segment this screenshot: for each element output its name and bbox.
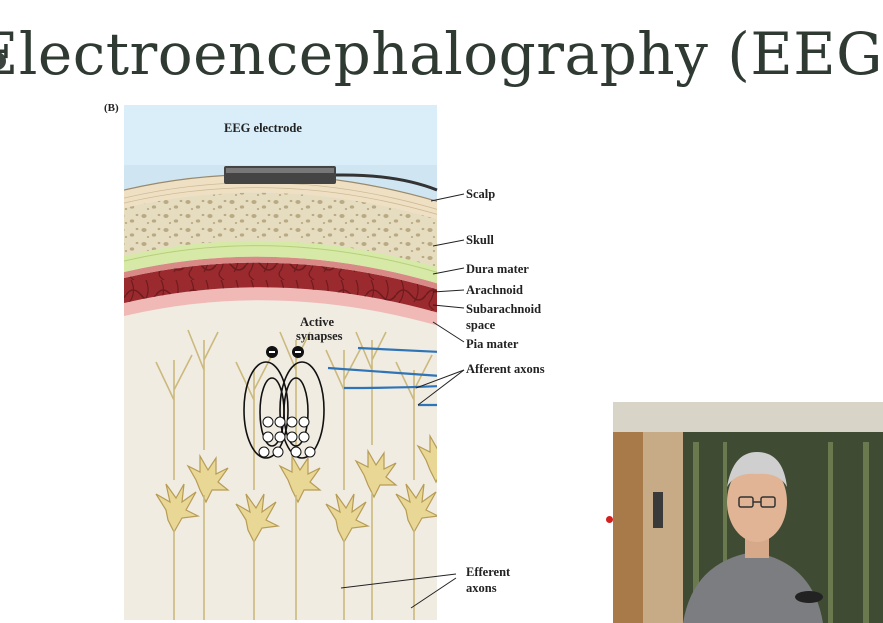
title-bullet-icon [0, 52, 6, 70]
cortex-layer [124, 297, 437, 620]
eeg-layers-figure [124, 105, 465, 620]
label-subarachnoid-space: space [466, 318, 496, 332]
label-dura-mater: Dura mater [466, 262, 529, 276]
label-afferent-axons: Afferent axons [466, 362, 545, 376]
scalp-layer [124, 174, 437, 220]
leader-lines [340, 193, 465, 609]
slide-title: Electroencephalography (EEG) [0, 20, 883, 88]
afferent-axons [327, 346, 437, 407]
label-pia-mater: Pia mater [466, 337, 519, 351]
arachnoid-layer [124, 256, 437, 290]
current-loops [243, 361, 325, 459]
label-synapses: synapses [296, 329, 343, 343]
label-eeg-electrode: EEG electrode [224, 121, 302, 135]
label-skull: Skull [466, 233, 494, 247]
presenter-webcam-icon [613, 402, 883, 623]
label-efferent: Efferent [466, 565, 511, 579]
panel-letter: (B) [104, 102, 119, 114]
laser-pointer-icon [606, 516, 613, 523]
label-subarachnoid: Subarachnoid [466, 302, 542, 316]
presenter-video[interactable] [613, 402, 883, 623]
dura-layer [124, 240, 437, 284]
label-arachnoid: Arachnoid [466, 283, 523, 297]
label-axons: axons [466, 581, 497, 595]
label-scalp: Scalp [466, 187, 496, 201]
label-active: Active [300, 315, 335, 329]
pia-layer [124, 287, 437, 326]
